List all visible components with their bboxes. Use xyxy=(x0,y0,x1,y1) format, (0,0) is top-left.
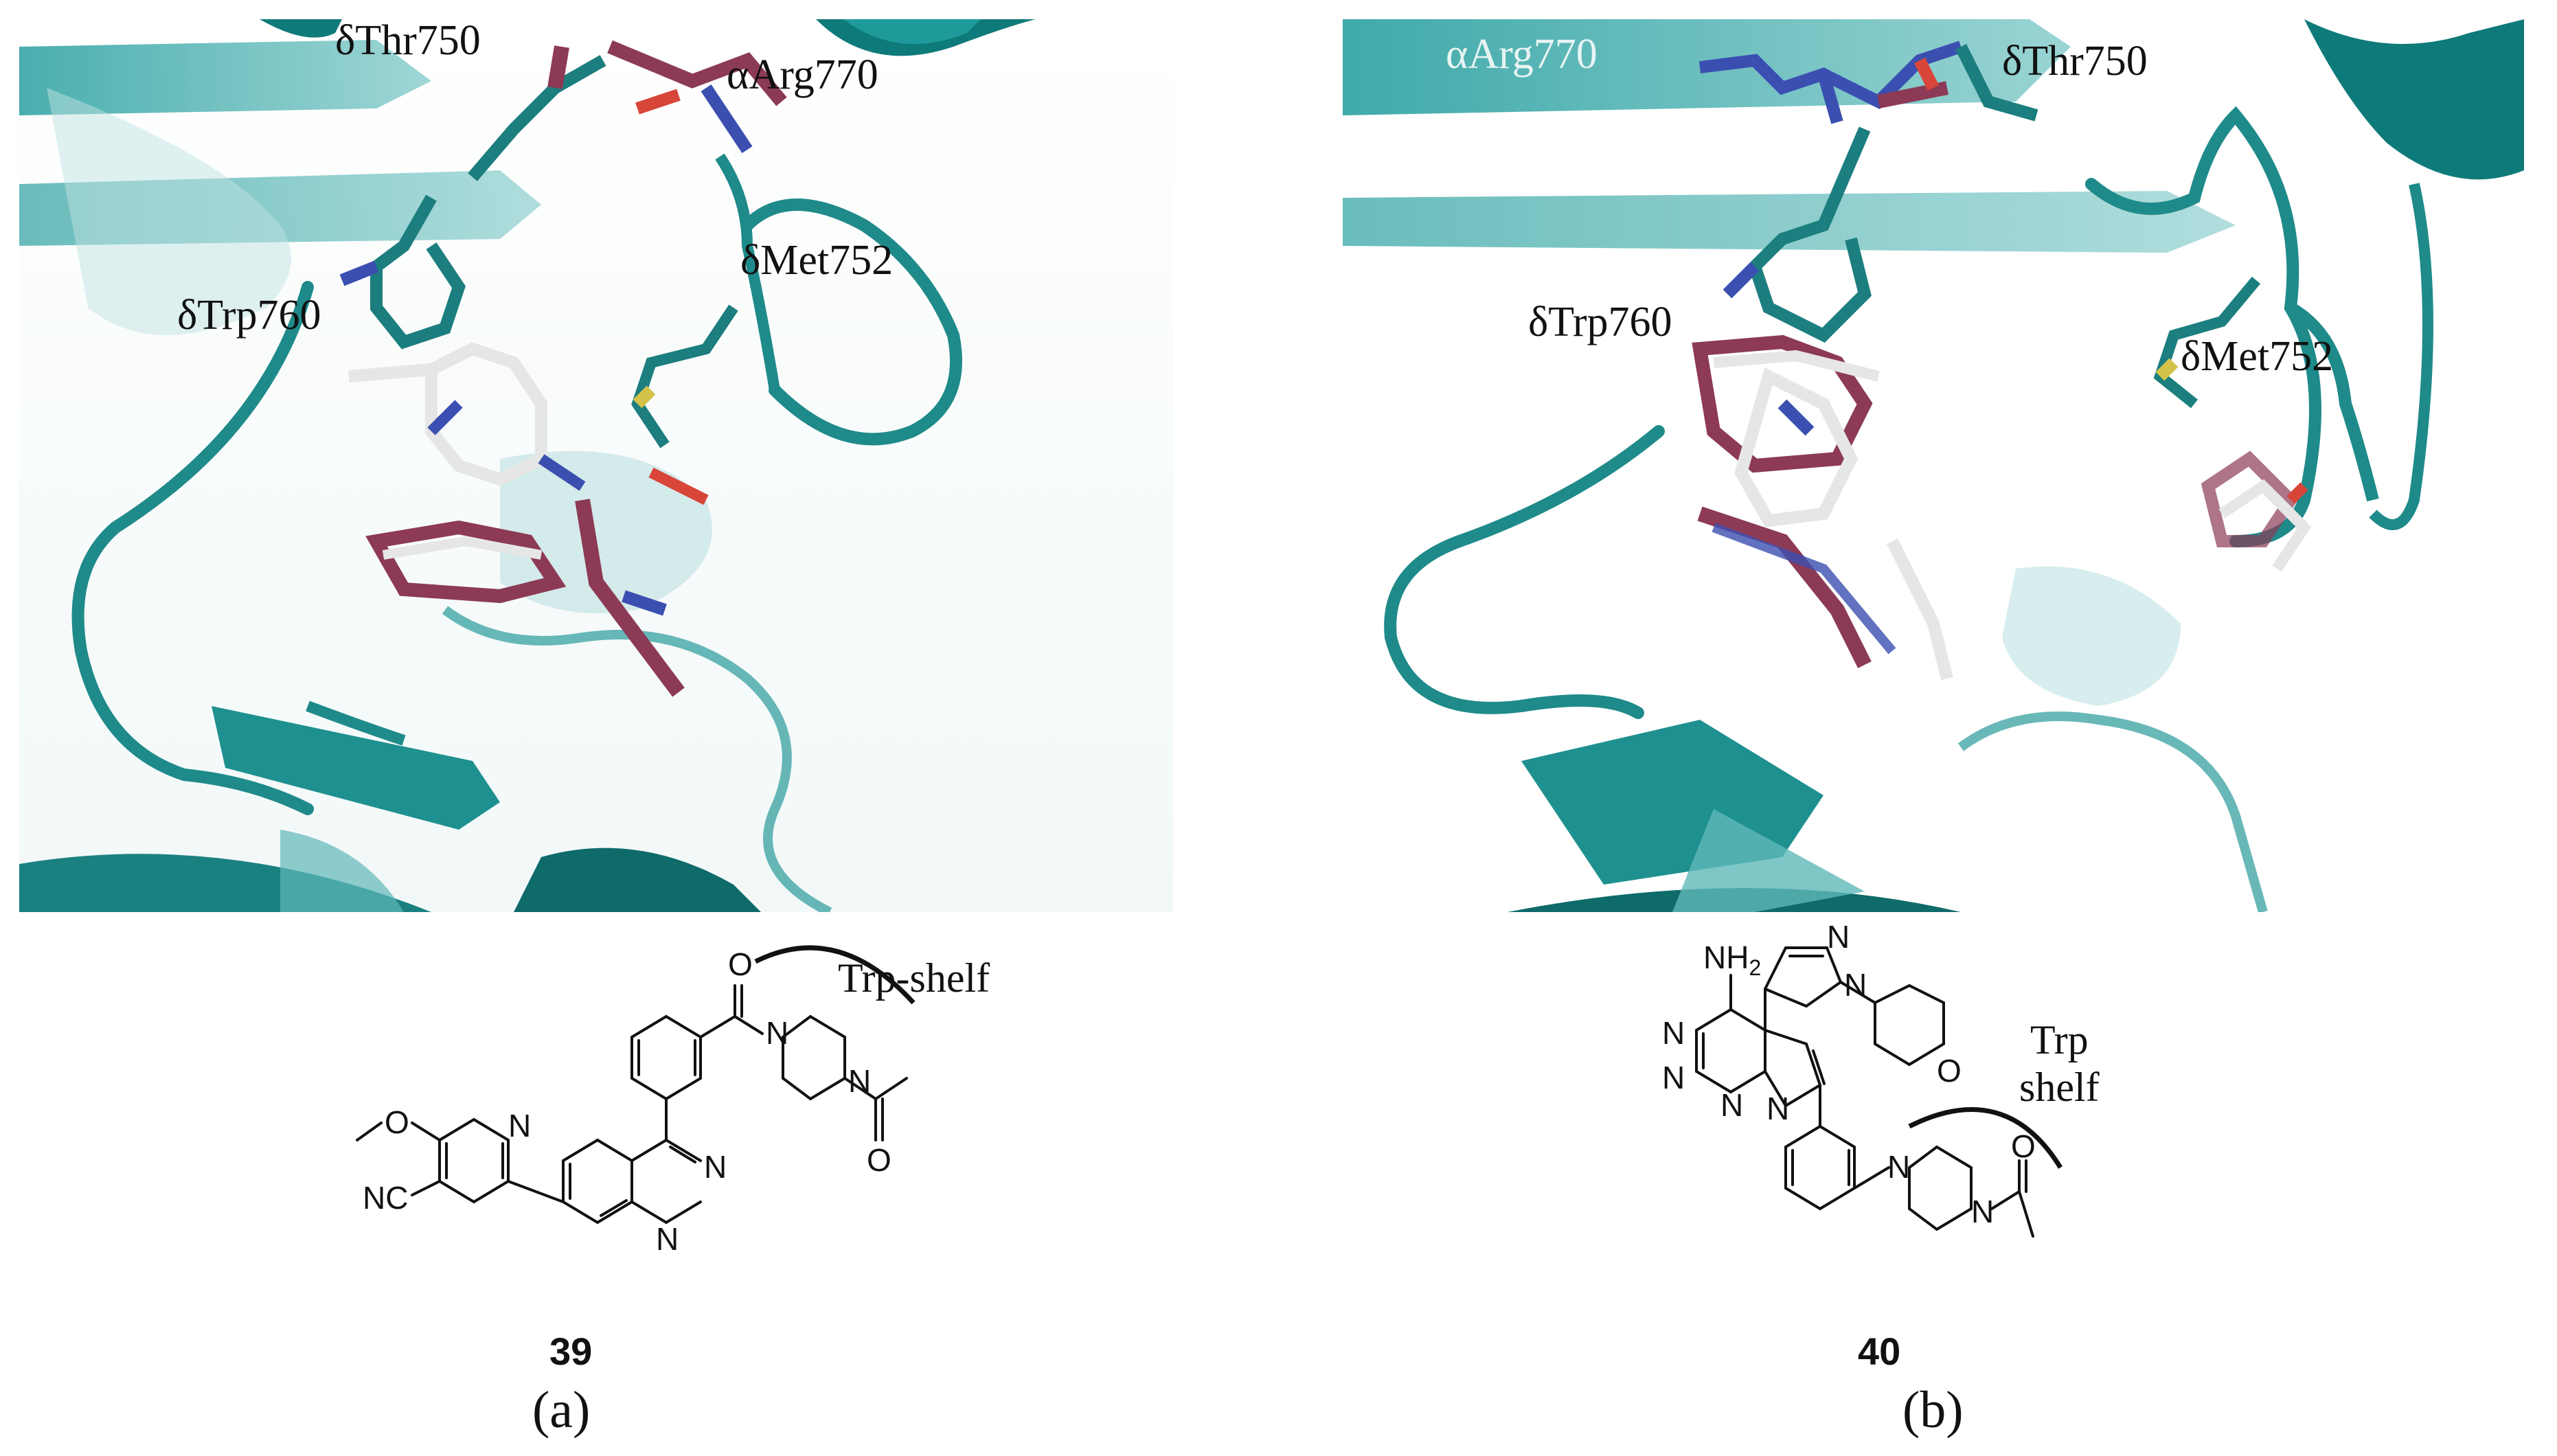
trp-shelf-label: Trp-shelf xyxy=(838,955,990,1001)
compound-number-40: 40 xyxy=(1858,1330,1901,1373)
atom-n: N xyxy=(766,1015,788,1051)
atom-n: N xyxy=(1971,1194,1994,1229)
atom-o: O xyxy=(385,1104,409,1140)
atom-n: N xyxy=(508,1108,531,1144)
panel-label-a: (a) xyxy=(532,1381,591,1439)
residue-label-arg770: αArg770 xyxy=(1446,31,1598,78)
residue-label-arg770: αArg770 xyxy=(727,52,878,98)
residue-label-thr750: δThr750 xyxy=(2002,38,2148,84)
residue-label-met752: δMet752 xyxy=(740,237,894,284)
atom-n: N xyxy=(1827,919,1850,955)
atom-n: N xyxy=(848,1063,871,1099)
chemical-structure-40: NH2 N N O N N N N N N O Trp shelf xyxy=(1648,919,2335,1332)
trp-shelf-label-line1: Trp xyxy=(2030,1017,2089,1062)
atom-n: N xyxy=(1766,1091,1789,1126)
atom-o: O xyxy=(728,946,753,982)
residue-label-met752: δMet752 xyxy=(2181,333,2334,380)
atom-n: N xyxy=(1887,1149,1910,1185)
atom-n: N xyxy=(1844,967,1867,1003)
protein-render-b xyxy=(1343,19,2524,912)
atom-n: N xyxy=(1662,1015,1685,1051)
chemical-structure-39: O N N O O N NC N N Trp-shelf xyxy=(206,934,1099,1319)
panel-label-b: (b) xyxy=(1902,1381,1964,1439)
atom-n: N xyxy=(1662,1060,1685,1095)
residue-label-thr750: δThr750 xyxy=(335,19,481,64)
residue-label-trp760: δTrp760 xyxy=(1528,299,1672,345)
atom-o: O xyxy=(867,1142,891,1178)
atom-n: N xyxy=(1720,1087,1743,1123)
atom-nh2: NH2 xyxy=(1703,940,1761,980)
atom-o: O xyxy=(2011,1128,2036,1164)
atom-o: O xyxy=(1937,1053,1962,1089)
protein-render-a xyxy=(19,19,1173,912)
residue-label-trp760: δTrp760 xyxy=(177,292,321,339)
atom-n: N xyxy=(704,1149,727,1185)
trp-shelf-label: Trp shelf xyxy=(2019,1016,2100,1111)
structure-drawing-39: O N N O O N NC N N xyxy=(356,945,916,1257)
compound-number-39: 39 xyxy=(549,1330,593,1373)
atom-nc: NC xyxy=(363,1180,408,1216)
protein-structure-panel-a: δThr750 αArg770 δMet752 δTrp760 xyxy=(19,19,1173,912)
protein-structure-panel-b: αArg770 δThr750 δTrp760 δMet752 xyxy=(1343,19,2524,912)
trp-shelf-label-line2: shelf xyxy=(2019,1065,2100,1110)
atom-n: N xyxy=(656,1221,679,1257)
structure-drawing-40: NH2 N N O N N N N N N O xyxy=(1662,919,2062,1238)
